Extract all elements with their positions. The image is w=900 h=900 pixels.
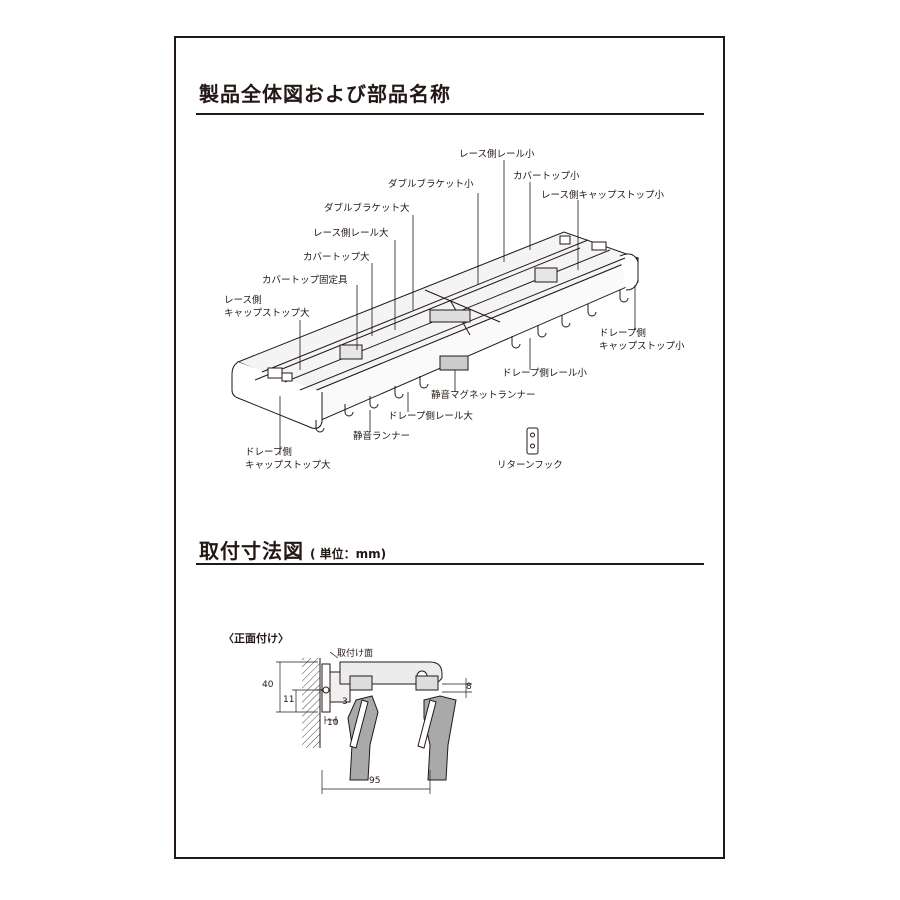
front-mount-caption: 〈正面付け〉: [223, 632, 289, 645]
dimensions-title-text: 取付寸法図: [199, 539, 304, 563]
drape-hook: [417, 699, 437, 749]
label-drape-rail-large: ドレープ側レール大: [388, 411, 473, 422]
title-underline-2: [196, 563, 704, 565]
label-drape-rail-small: ドレープ側レール小: [502, 368, 587, 379]
content-frame: [174, 36, 725, 859]
label-cover-top-fixture: カバートップ固定具: [262, 275, 348, 286]
unit-note: ( 単位：mm): [310, 547, 387, 561]
wall-hatch: [302, 658, 320, 748]
lace-curtain: [347, 695, 379, 781]
label-silent-magnet-runner: 静音マグネットランナー: [431, 390, 536, 401]
dim-8: 8: [466, 682, 472, 692]
label-drape-cap-stop-large: ドレープ側 キャップストップ大: [245, 447, 331, 471]
label-lace-cap-stop-large: レース側 キャップストップ大: [224, 295, 310, 319]
label-drape-cap-stop-small: ドレープ側 キャップストップ小: [599, 328, 685, 352]
section-title-overview: 製品全体図および部品名称: [199, 82, 451, 106]
label-double-bracket-small: ダブルブラケット小: [388, 179, 474, 190]
end-cap-right: [619, 253, 639, 291]
return-hook-drawing: [526, 427, 539, 455]
dim-40: 40: [262, 680, 274, 690]
label-silent-runner: 静音ランナー: [353, 431, 411, 442]
dim-95: 95: [369, 776, 381, 786]
section-title-dimensions: 取付寸法図 ( 単位：mm): [199, 535, 386, 564]
dim-11: 11: [283, 695, 295, 705]
title-underline: [196, 113, 704, 115]
label-lace-rail-small: レース側レール小: [459, 149, 535, 160]
label-lace-rail-large: レース側レール大: [313, 228, 389, 239]
lace-hook: [349, 699, 369, 749]
label-lace-cap-stop-small: レース側キャップストップ小: [541, 190, 665, 201]
label-return-hook: リターンフック: [497, 460, 563, 471]
mount-surface-label: 取付け面: [337, 649, 374, 659]
runner-hooks: [315, 290, 629, 433]
dim-3: 3: [342, 697, 348, 707]
label-double-bracket-large: ダブルブラケット大: [324, 203, 410, 214]
label-cover-top-small: カバートップ小: [513, 171, 580, 182]
label-cover-top-large: カバートップ大: [303, 252, 370, 263]
dim-10: 10: [327, 718, 339, 728]
end-cap-left: [231, 361, 323, 429]
